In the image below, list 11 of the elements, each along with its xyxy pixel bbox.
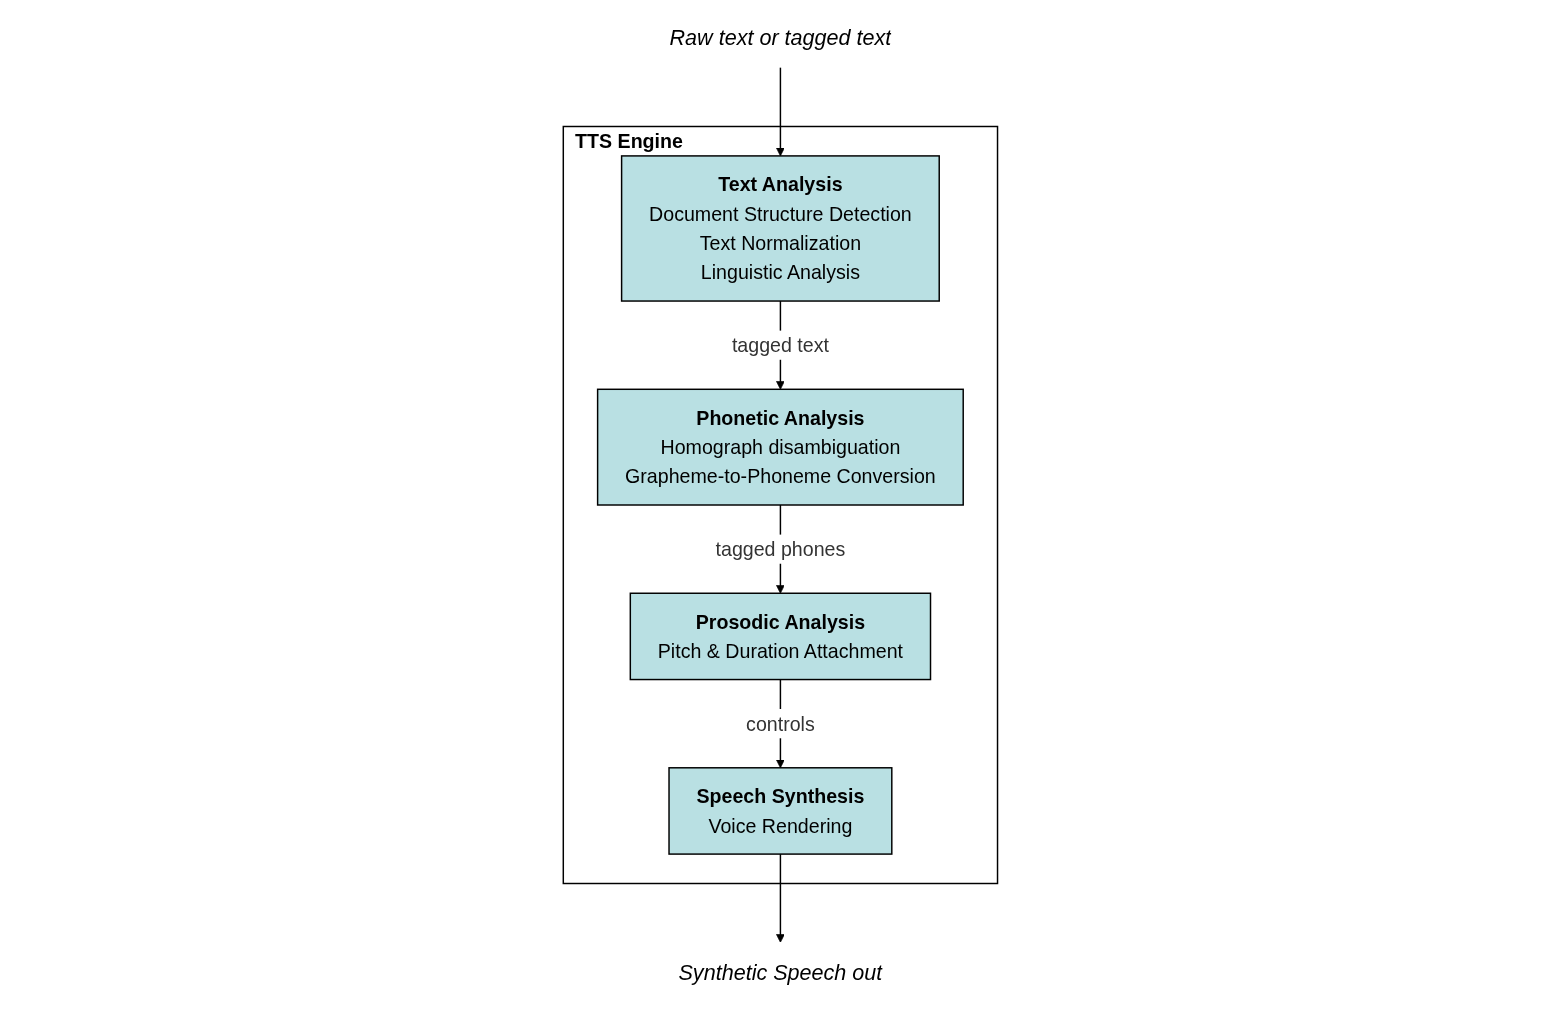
- node-box: Phonetic Analysis Homograph disambiguation Grapheme-to-Phoneme Conversion: [596, 388, 965, 506]
- edge-label: tagged text: [731, 334, 830, 356]
- arrow: [776, 853, 785, 943]
- node-box: Text Analysis Document Structure Detection Text Normalization Linguistic Analysis: [620, 155, 941, 302]
- node-box: Prosodic Analysis Pitch & Duration Attachment: [629, 592, 932, 681]
- edge-label: controls: [746, 712, 815, 735]
- node-text: Raw text or tagged text: [669, 25, 892, 51]
- edge-label: tagged phones: [715, 538, 846, 560]
- node-text: Synthetic Speech out: [678, 959, 883, 985]
- node-box: Speech Synthesis Voice Rendering: [668, 767, 893, 855]
- arrow: [776, 66, 785, 157]
